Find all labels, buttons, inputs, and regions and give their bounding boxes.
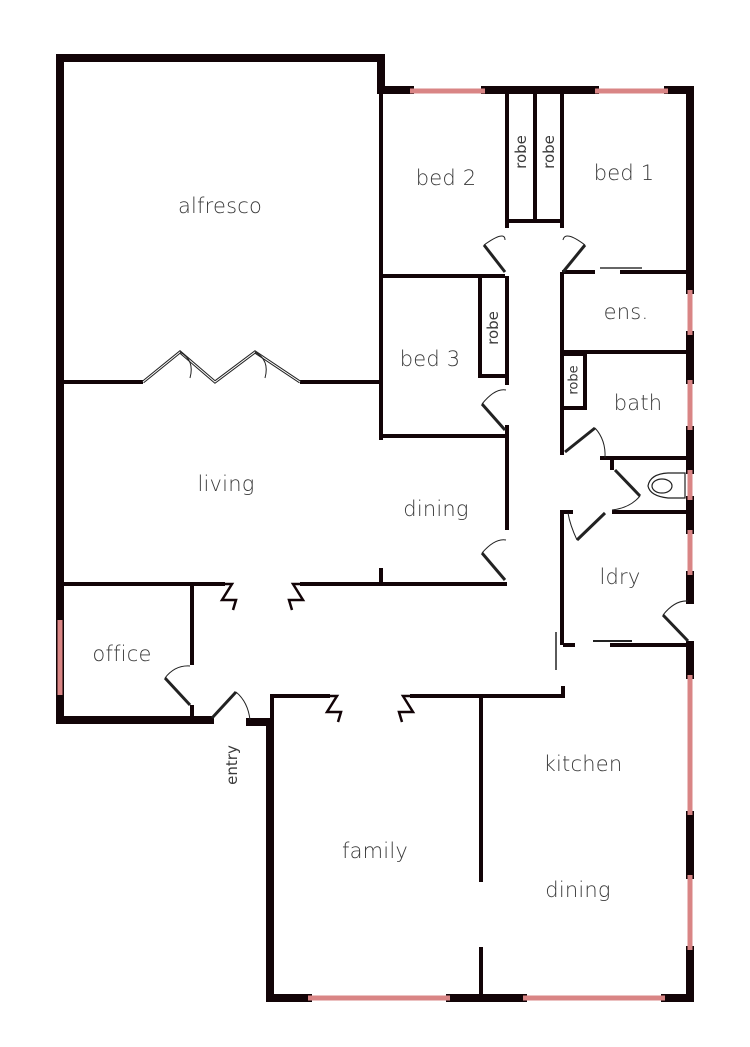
robe-label-bed-2: robe (512, 135, 530, 169)
room-label-bed-2: bed 2 (415, 166, 477, 190)
room-label-kitchen: kitchen (543, 752, 623, 776)
robe-label-bed-3: robe (484, 311, 502, 345)
room-label-laundry: ldry (599, 565, 641, 589)
room-label-ensuite: ens. (603, 300, 649, 324)
room-label-alfresco: alfresco (177, 194, 263, 218)
room-label-bath: bath (613, 391, 663, 415)
exterior-walls (56, 54, 694, 1002)
entry-label: entry (223, 745, 241, 785)
doors (142, 235, 690, 723)
robe-label-bed-1: robe (540, 135, 558, 169)
room-label-family: family (341, 839, 409, 863)
room-label-bed-3: bed 3 (399, 347, 461, 371)
room-label-office: office (92, 642, 152, 666)
room-label-bed-1: bed 1 (593, 161, 655, 185)
room-label-living: living (197, 472, 255, 496)
interior-walls (62, 90, 688, 996)
room-label-dining: dining (403, 497, 469, 521)
robe-label-bath: robe (566, 365, 582, 395)
toilet-icon (647, 472, 686, 499)
room-label-kitchen-dining: dining (545, 878, 611, 902)
windows (57, 88, 693, 1001)
